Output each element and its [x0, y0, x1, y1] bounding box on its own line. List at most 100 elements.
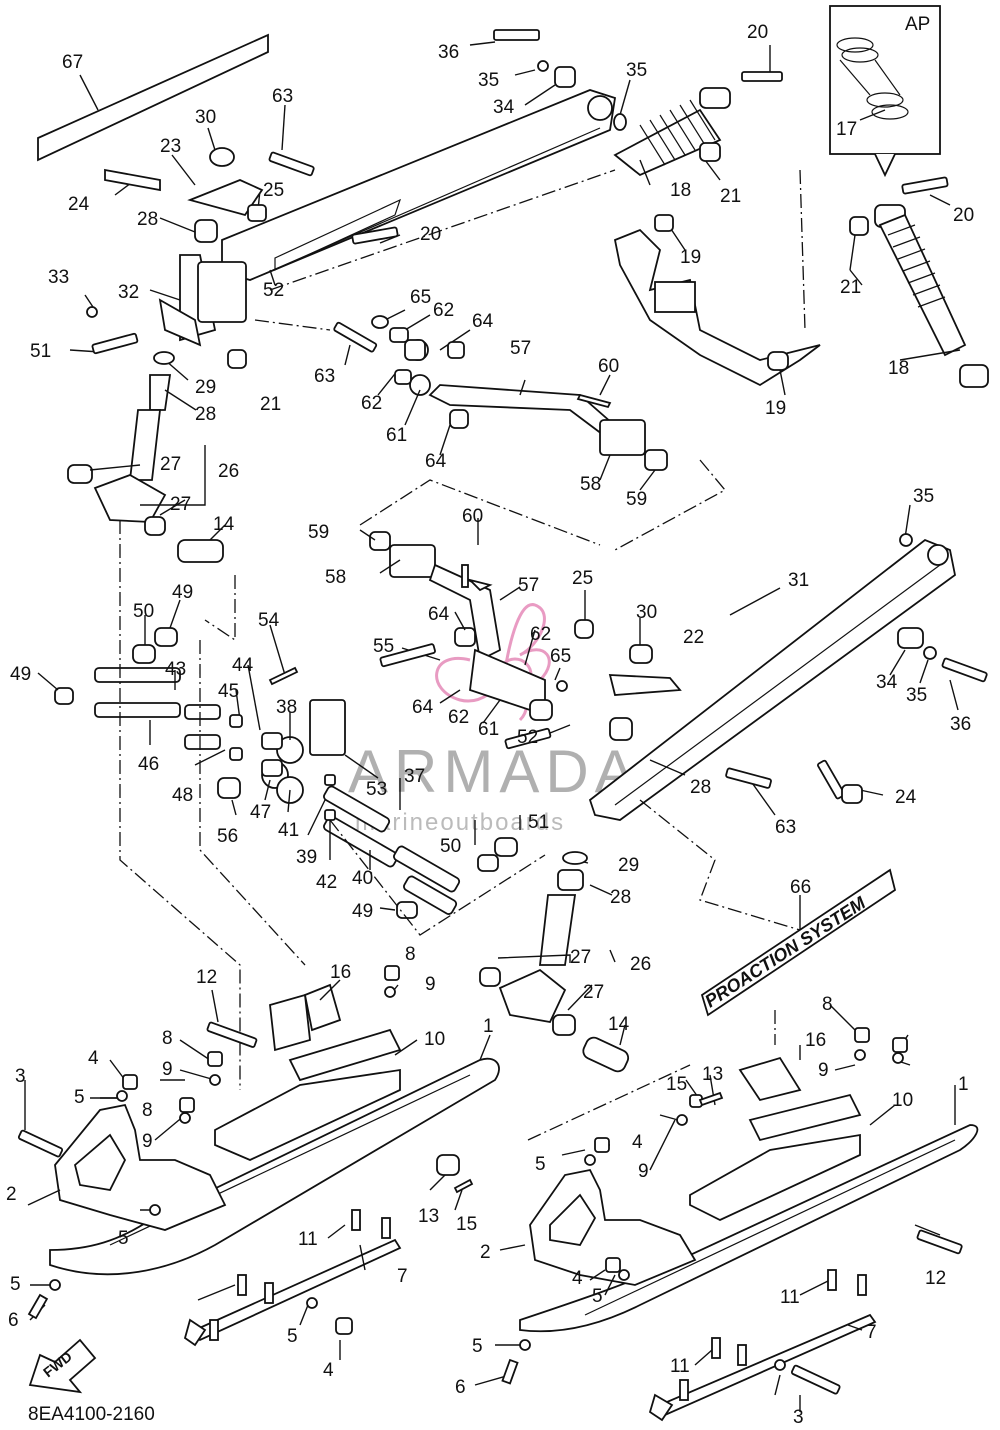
ski-right	[519, 1056, 979, 1422]
callout-38: 38	[276, 697, 297, 718]
callout-54: 54	[258, 610, 280, 631]
callout-46: 46	[138, 754, 159, 775]
callout-43: 43	[165, 659, 186, 680]
callout-39: 39	[296, 847, 317, 868]
callout-4: 4	[632, 1132, 643, 1153]
callout-19: 19	[765, 398, 786, 419]
callout-21: 21	[720, 186, 741, 207]
callout-27: 27	[583, 982, 604, 1003]
callout-50: 50	[133, 601, 154, 622]
callout-35: 35	[626, 60, 647, 81]
callout-11: 11	[780, 1287, 800, 1308]
callout-2: 2	[6, 1184, 17, 1205]
callout-49: 49	[352, 901, 373, 922]
callout-10: 10	[424, 1029, 445, 1050]
callout-23: 23	[160, 136, 181, 157]
callout-34: 34	[876, 672, 898, 693]
callout-52: 52	[263, 280, 284, 301]
center-linkage	[369, 531, 682, 721]
callout-6: 6	[8, 1310, 19, 1331]
pivot-group	[54, 539, 518, 919]
callout-3: 3	[15, 1066, 26, 1087]
callout-57: 57	[518, 575, 539, 596]
frame-bracket	[613, 228, 821, 387]
callout-9: 9	[425, 974, 436, 995]
callout-8: 8	[142, 1100, 153, 1121]
callout-30: 30	[636, 602, 657, 623]
callout-25: 25	[263, 180, 284, 201]
callout-64: 64	[428, 604, 450, 625]
callout-42: 42	[316, 872, 337, 893]
callout-9: 9	[162, 1059, 173, 1080]
callout-11: 11	[670, 1356, 690, 1377]
callout-11: 11	[298, 1229, 318, 1250]
callout-65: 65	[410, 287, 431, 308]
steering-spindle-center	[479, 869, 630, 1073]
watermark-brand: ARMADA	[348, 738, 641, 805]
callout-63: 63	[775, 817, 796, 838]
callout-27: 27	[160, 454, 181, 475]
callout-60: 60	[462, 506, 483, 527]
callout-25: 25	[572, 568, 593, 589]
callout-14: 14	[608, 1014, 630, 1035]
callout-5: 5	[592, 1286, 603, 1307]
callout-34: 34	[493, 97, 515, 118]
callout-56: 56	[217, 826, 238, 847]
callout-29: 29	[195, 377, 216, 398]
callout-45: 45	[218, 681, 239, 702]
callout-63: 63	[314, 366, 335, 387]
callout-52: 52	[517, 727, 538, 748]
inset-ap: AP	[829, 5, 941, 178]
lower-suspension-arm	[588, 538, 956, 821]
fwd-badge: FWD	[28, 1338, 97, 1394]
callout-62: 62	[433, 300, 454, 321]
callout-32: 32	[118, 282, 139, 303]
callout-5: 5	[118, 1228, 129, 1249]
tie-rod-upper	[407, 339, 668, 471]
callout-9: 9	[818, 1060, 829, 1081]
callout-67: 67	[62, 52, 83, 73]
callout-36: 36	[438, 42, 459, 63]
callout-13: 13	[418, 1206, 439, 1227]
leader-lines	[24, 41, 961, 1412]
callout-10: 10	[892, 1090, 913, 1111]
inset-ap-label: AP	[905, 14, 930, 35]
footer-code: 8EA4100-2160	[28, 1404, 155, 1425]
callout-28: 28	[137, 209, 158, 230]
callout-5: 5	[287, 1326, 298, 1347]
callout-27: 27	[570, 947, 591, 968]
callout-61: 61	[386, 425, 407, 446]
steering-spindle-left	[67, 254, 247, 536]
callout-50: 50	[440, 836, 461, 857]
callout-5: 5	[472, 1336, 483, 1357]
callout-59: 59	[308, 522, 329, 543]
callout-57: 57	[510, 338, 531, 359]
callout-51: 51	[30, 341, 51, 362]
decal-strip-67	[37, 33, 269, 162]
callout-5: 5	[535, 1154, 546, 1175]
callout-35: 35	[913, 486, 934, 507]
callout-7: 7	[866, 1322, 877, 1343]
callout-4: 4	[323, 1360, 334, 1381]
callout-40: 40	[352, 868, 373, 889]
callout-28: 28	[610, 887, 631, 908]
callout-17: 17	[836, 119, 857, 140]
callout-49: 49	[10, 664, 31, 685]
callout-24: 24	[895, 787, 917, 808]
callout-7: 7	[397, 1266, 408, 1287]
callout-3: 3	[793, 1407, 804, 1428]
callout-28: 28	[690, 777, 711, 798]
callout-9: 9	[638, 1161, 649, 1182]
callout-20: 20	[747, 22, 768, 43]
hardware	[17, 29, 988, 1401]
callout-8: 8	[162, 1028, 173, 1049]
callout-21: 21	[840, 277, 861, 298]
callout-2: 2	[480, 1242, 491, 1263]
callout-58: 58	[580, 474, 601, 495]
callout-30: 30	[195, 107, 216, 128]
callout-24: 24	[68, 194, 90, 215]
callout-53: 53	[366, 779, 387, 800]
callout-13: 13	[702, 1064, 723, 1085]
callout-5: 5	[10, 1274, 21, 1295]
